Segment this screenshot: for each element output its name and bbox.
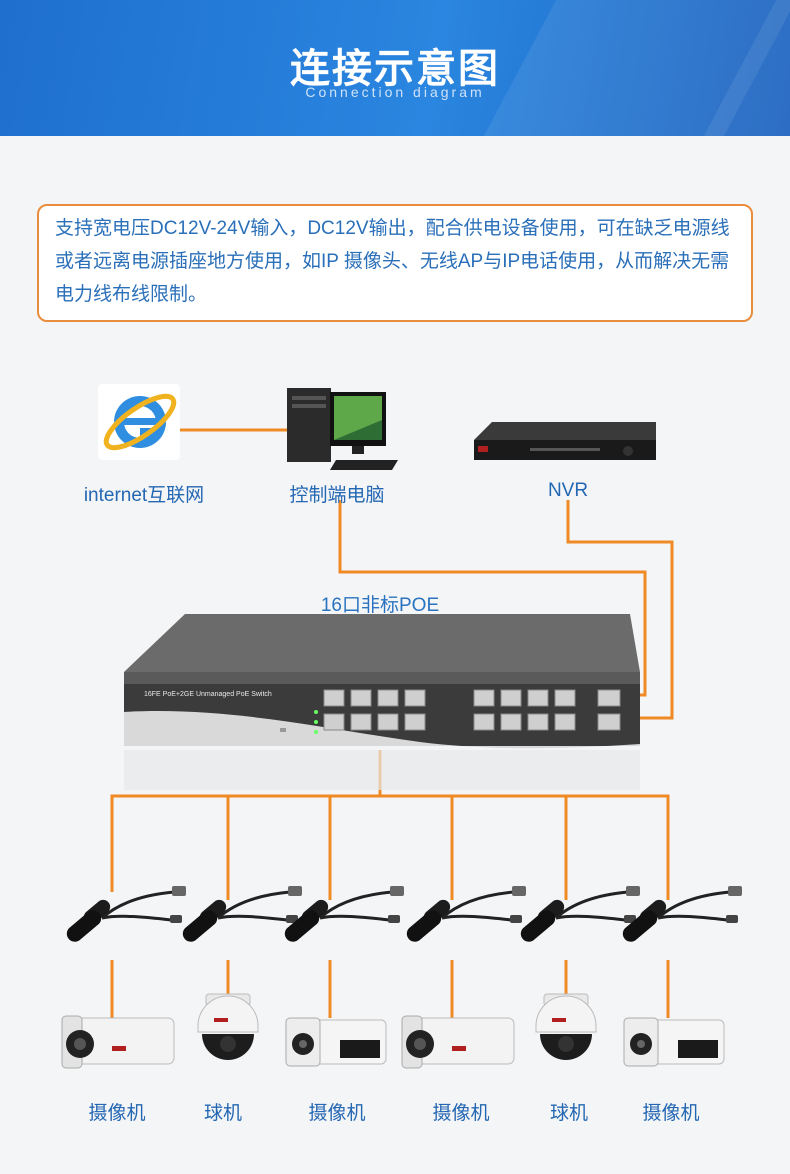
nvr-label: NVR [547,480,589,501]
poe-splitter [66,886,186,942]
switch-panel-text: 16FE PoE+2GE Unmanaged PoE Switch [144,691,272,698]
dome-camera-icon [535,993,597,1060]
header-banner [0,0,790,136]
endpoint-label: 球机 [203,1103,242,1124]
cables-lower [110,960,670,1018]
dome-camera-icon [197,993,259,1060]
endpoint-label: 摄像机 [88,1103,146,1124]
internet-explorer-icon [98,384,180,460]
bullet-camera-icon [401,1015,515,1069]
poe-splitters [66,886,742,942]
poe-splitter [182,886,302,942]
switch-label: 16口非标POE [320,595,440,616]
poe-splitter [520,886,640,942]
internet-label: internet互联网 [83,485,205,506]
box-camera-icon [623,1017,725,1067]
nvr-icon [474,422,656,460]
description-box: 支持宽电压DC12V-24V输入，DC12V输出，配合供电设备使用，可在缺乏电源… [37,204,753,322]
bullet-camera-icon [61,1015,175,1069]
switch-ports [323,689,621,731]
pc-label: 控制端电脑 [289,485,385,506]
page-subtitle: Connection diagram [305,84,485,100]
poe-splitter [284,886,404,942]
endpoint-label: 摄像机 [432,1103,490,1124]
box-camera-icon [285,1017,387,1067]
page-title: 连接示意图 [290,47,500,91]
endpoint-label: 摄像机 [308,1103,366,1124]
poe-switch: 16FE PoE+2GE Unmanaged PoE Switch [124,614,640,790]
endpoint-label: 摄像机 [642,1103,700,1124]
cameras [61,993,725,1069]
poe-splitter [622,886,742,942]
endpoint-label: 球机 [549,1103,588,1124]
poe-splitter [406,886,526,942]
computer-icon [287,388,398,470]
